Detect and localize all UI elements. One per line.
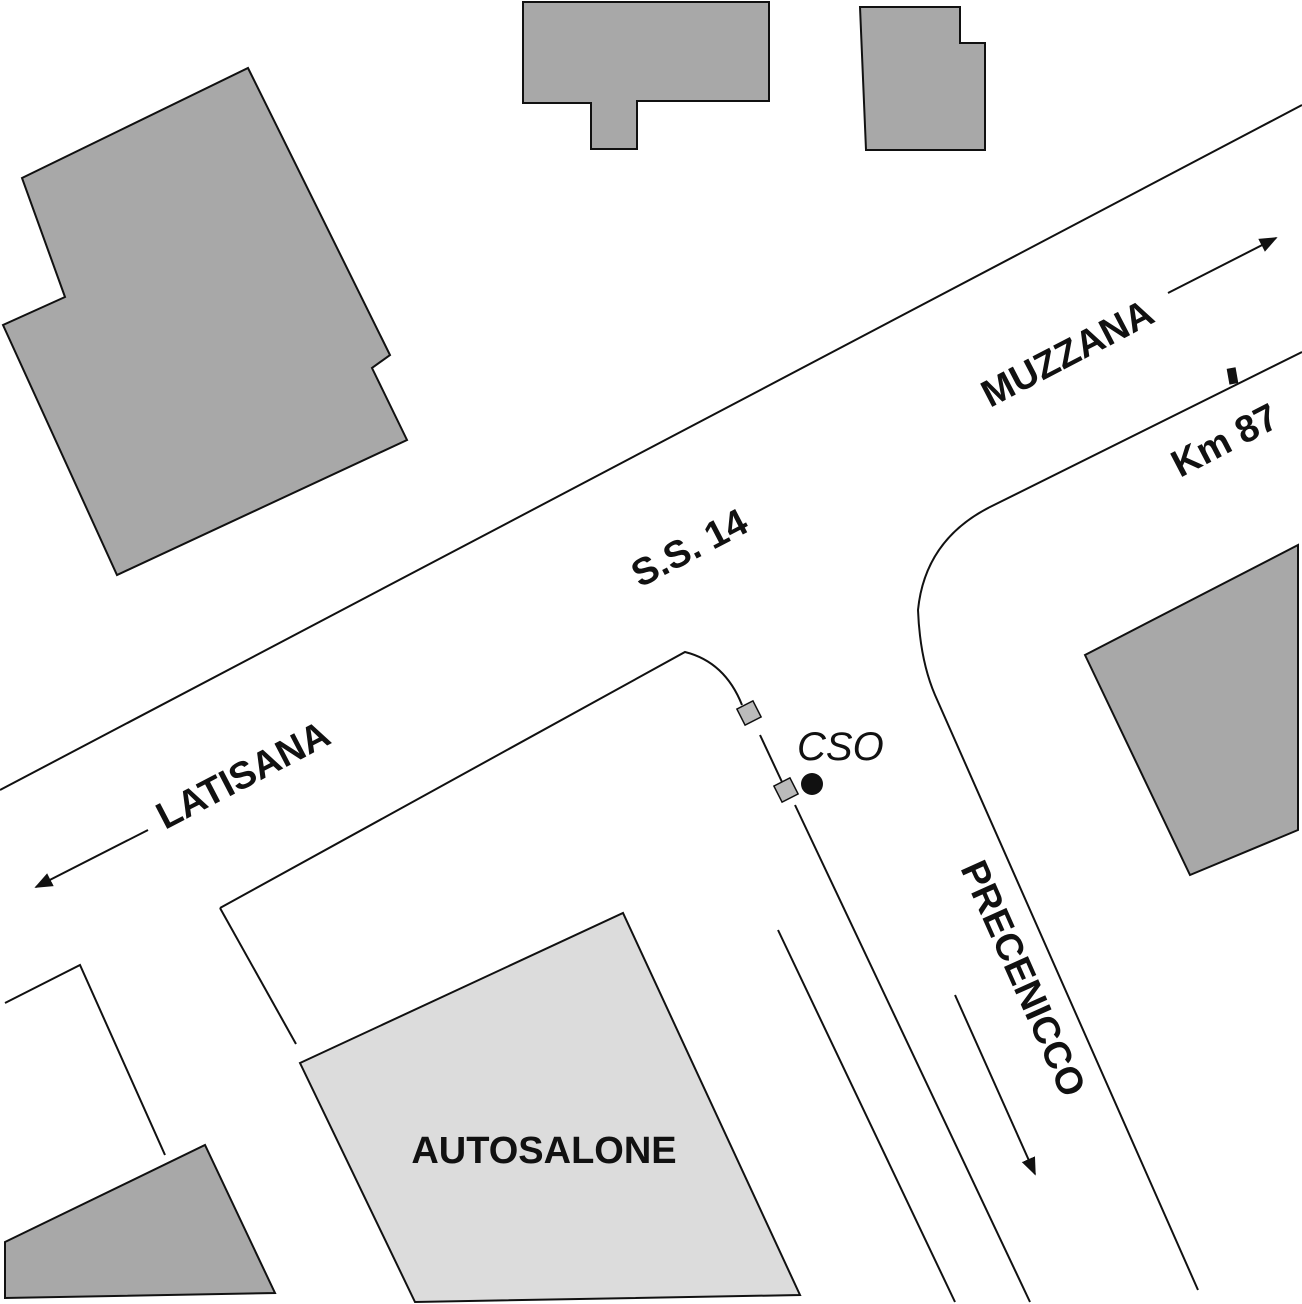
ss14-south-edge-east xyxy=(916,351,1302,1291)
km-marker-post xyxy=(1226,367,1239,385)
building-east xyxy=(1083,543,1299,877)
sidewalk-edge xyxy=(759,734,783,783)
building-north-2 xyxy=(858,6,986,151)
lot-edge xyxy=(777,929,956,1303)
cso-label: CSO xyxy=(797,725,884,769)
direction-label-muzzana: MUZZANA xyxy=(975,292,1161,416)
km-marker-label: Km 87 xyxy=(1165,396,1286,486)
lot-edge-west xyxy=(219,907,297,1045)
autosalone-label: AUTOSALONE xyxy=(411,1130,676,1172)
side-street-edge xyxy=(4,963,166,1156)
ss14-north-edge xyxy=(0,104,1302,791)
cso-point-icon xyxy=(801,773,823,795)
arrow-muzzana-icon xyxy=(1167,237,1278,294)
precenicco-west-edge xyxy=(794,804,1031,1303)
manhole-2 xyxy=(772,776,800,804)
manhole-1 xyxy=(735,699,763,727)
building-autosalone xyxy=(298,911,802,1304)
building-northwest xyxy=(1,66,409,577)
direction-label-latisana: LATISANA xyxy=(150,713,337,838)
arrow-precenicco-icon xyxy=(954,994,1036,1176)
arrow-latisana-icon xyxy=(34,829,149,888)
building-southwest xyxy=(4,1143,277,1300)
building-north-1 xyxy=(522,1,770,150)
road-label: S.S. 14 xyxy=(625,501,755,596)
ss14-south-edge-west xyxy=(219,650,743,909)
